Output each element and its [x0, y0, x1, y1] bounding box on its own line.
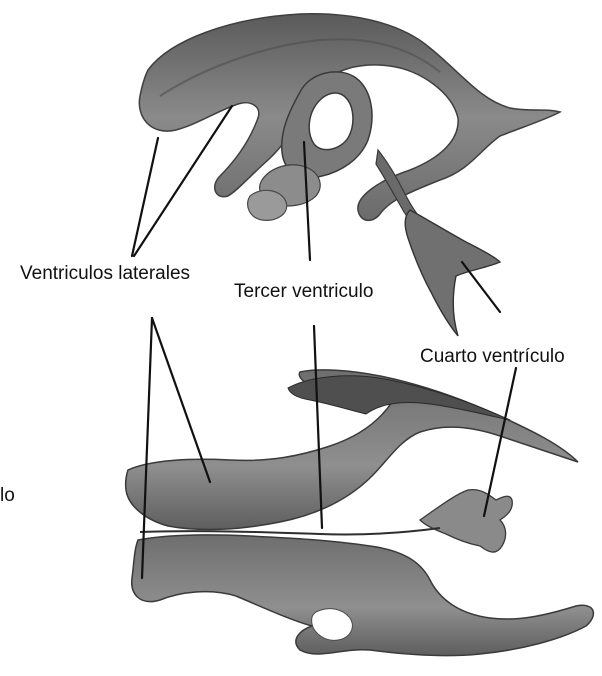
- bottom-fourth-ventricle: [420, 490, 512, 552]
- label-fourth-ventricle: Cuarto ventrículo: [420, 347, 565, 366]
- top-temporal-horn: [248, 190, 287, 220]
- leader-lateral-bottom-1: [152, 318, 210, 482]
- bottom-ventricular-cast: [126, 370, 594, 656]
- label-partial-cut: lo: [0, 486, 15, 505]
- leader-fourth-bottom: [484, 368, 516, 516]
- label-third-ventricle: Tercer ventriculo: [234, 282, 373, 301]
- leader-fourth-top: [462, 262, 500, 312]
- top-lateral-ventricle-shape: [139, 14, 560, 221]
- top-fourth-ventricle: [405, 210, 500, 336]
- bottom-lower-lateral-ventricle: [132, 535, 594, 656]
- label-lateral-ventricles: Ventriculos laterales: [20, 264, 190, 283]
